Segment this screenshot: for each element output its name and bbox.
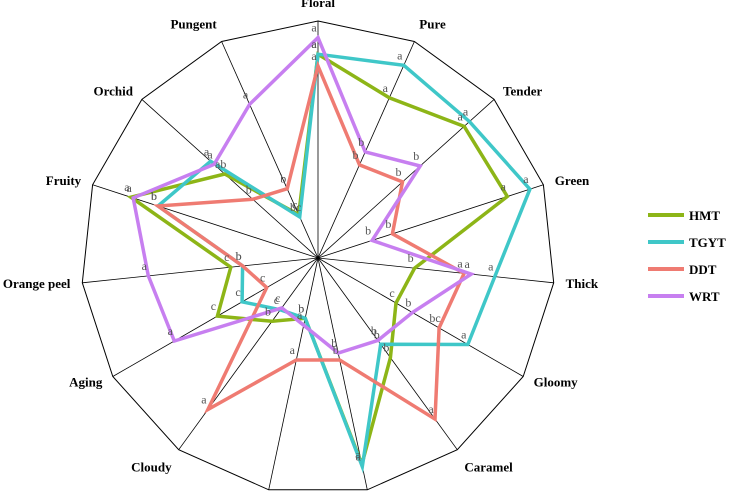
sig-letter-hmt-orange-peel: c [224,250,229,264]
series-tgyt [155,52,532,474]
sig-letter-tgyt-cloudy: c [274,293,279,307]
sig-letter-ddt-grassy: b [333,343,339,357]
axis-label-aging: Aging [69,375,103,390]
sig-letter-ddt-thick: a [457,256,463,270]
sig-letter-wrt-thick: a [465,257,471,271]
sig-letter-tgyt-gloomy: a [461,328,467,342]
sig-letter-tgyt-green: a [523,172,529,186]
sig-letter-wrt-pungent: a [243,87,249,101]
sig-letter-tgyt-thick: a [488,260,494,274]
axis-label-floral: Floral [301,0,335,10]
sig-letter-wrt-green: b [365,223,371,237]
sig-letter-tgyt-caramel: b [374,327,380,341]
spoke-pungent [221,41,319,259]
sig-letter-hmt-cloudy: b [265,304,271,318]
sig-letter-wrt-fruity: a [127,181,133,195]
sig-letter-ddt-pure: b [353,148,359,162]
sig-letter-wrt-caramel: b [371,323,377,337]
legend-label-hmt: HMT [689,208,720,223]
spoke-fruity [92,184,319,259]
series-ddt [152,60,467,423]
sig-letter-tgyt-pure: a [397,48,403,62]
sig-letter-tgyt-grassy: a [356,450,362,464]
sig-letter-tgyt-aging: c [235,285,240,299]
sig-letter-ddt-pungent: b [280,172,286,186]
sig-letter-ddt-tender: b [396,165,402,179]
sig-letter-hmt-lost-fresh: b [298,301,304,315]
sig-letter-hmt-green: a [501,180,507,194]
radar-grid [81,20,555,491]
sig-letter-ddt-gloomy: bc [429,311,440,325]
axis-label-orchid: Orchid [94,83,134,98]
sig-letter-ddt-green: b [385,217,391,231]
sig-letter-tgyt-floral: a [311,37,317,51]
sig-letter-wrt-aging: a [168,324,174,338]
spoke-gloomy [317,257,524,377]
sig-letter-wrt-lost-fresh: a [297,308,303,322]
axis-label-caramel: Caramel [464,459,513,474]
sig-letter-ddt-caramel: a [428,402,434,416]
sig-letter-tgyt-fruity: b [151,189,157,203]
spoke-thick [317,257,554,284]
sig-letter-wrt-tender: b [413,149,419,163]
legend-label-ddt: DDT [689,262,717,277]
sig-letter-ddt-orchid: b [246,182,252,196]
sig-letter-tgyt-orange-peel: b [236,249,242,263]
axis-label-pure: Pure [419,17,446,32]
sig-letter-tgyt-lost-fresh: b [298,301,304,315]
sig-letter-tgyt-orchid: a [204,144,210,158]
sig-letter-hmt-gloomy: c [389,286,394,300]
spoke-orange-peel [82,257,319,284]
sig-letter-wrt-cloudy: c [275,291,280,305]
sig-letter-hmt-fruity: a [124,180,130,194]
sig-letter-ddt-cloudy: a [201,393,207,407]
axis-label-tender: Tender [503,83,542,98]
radar-series [126,34,532,474]
axis-label-cloudy: Cloudy [131,459,172,474]
sig-letter-hmt-aging: c [211,299,216,313]
legend: HMT TGYT DDT WRT [648,208,726,304]
spoke-lost-fresh [268,257,319,490]
axis-label-thick: Thick [566,276,599,291]
sig-letter-wrt-floral: a [311,21,317,35]
axis-label-pungent: Pungent [170,17,217,32]
sig-letter-wrt-orange-peel: a [142,259,148,273]
spoke-cloudy [178,257,319,450]
sig-letter-tgyt-pungent: bc [290,200,301,214]
sig-letter-hmt-tender: a [458,109,464,123]
series-wrt [131,34,476,355]
sig-letter-hmt-caramel: b [383,341,389,355]
sig-letter-hmt-pungent: c [292,198,297,212]
sig-letter-wrt-grassy: b [331,336,337,350]
axis-label-gloomy: Gloomy [534,375,579,390]
axis-label-fruity: Fruity [46,173,82,188]
sig-letter-hmt-floral: a [311,37,317,51]
sig-letter-ddt-lost-fresh: a [290,343,296,357]
sig-letter-ddt-orange-peel: b [236,249,242,263]
sig-letter-hmt-orchid: ab [215,157,226,171]
sig-letter-hmt-grassy: a [355,447,361,461]
sig-letter-wrt-orchid: a [207,147,213,161]
axis-label-orange-peel: Orange peel [3,276,71,291]
legend-label-wrt: WRT [689,289,720,304]
sig-letter-ddt-fruity: b [151,189,157,203]
axis-label-green: Green [555,173,590,188]
sig-letter-hmt-thick: b [408,251,414,265]
sig-letter-wrt-gloomy: b [405,296,411,310]
legend-label-tgyt: TGYT [689,235,726,250]
significance-letters: aaaabcbabbccaabcaaaaaababccbbabcabbbabca… [124,21,529,464]
grid-outer-polygon [81,20,555,491]
spoke-grassy [317,257,368,490]
spoke-tender [317,99,495,259]
sig-letter-wrt-pure: b [358,135,364,149]
sig-letter-ddt-floral: a [311,49,317,63]
sig-letter-tgyt-tender: a [463,105,469,119]
spoke-green [317,184,544,259]
sig-letter-hmt-pure: a [383,81,389,95]
sig-letter-ddt-aging: c [260,271,265,285]
axis-labels: FloralPureTenderGreenThickGloomyCaramelG… [3,0,599,502]
